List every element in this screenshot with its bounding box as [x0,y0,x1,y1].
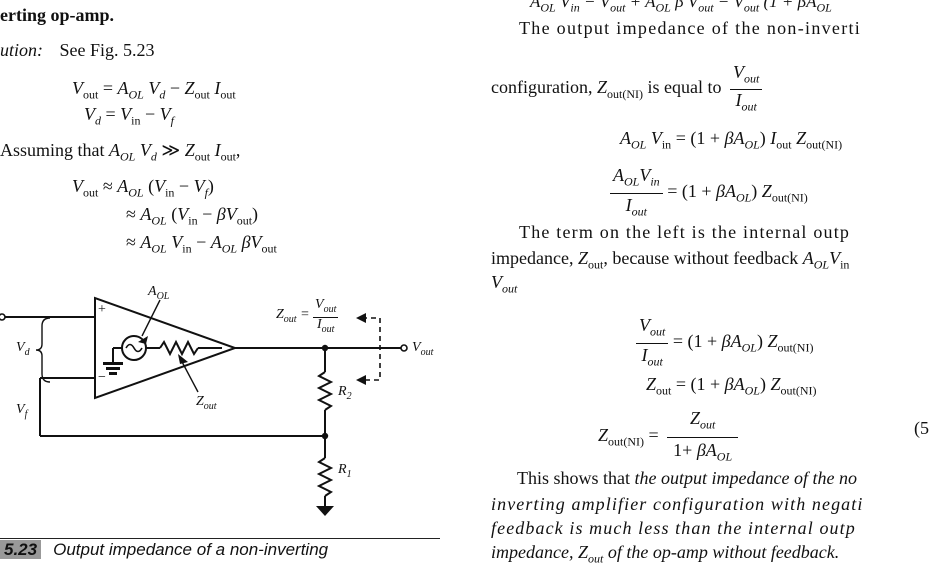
para3-line1: This shows that the output impedance of … [517,468,857,488]
label-vf: Vf [16,402,28,420]
label-aol: AOL [148,284,170,302]
label-vd: Vd [16,340,30,358]
equation-vout: Vout = AOL Vd − Zout Iout [72,78,236,102]
solution-line: ution: See Fig. 5.23 [0,40,155,61]
internal-zout-resistor [159,339,199,357]
para3-line3: feedback is much less than the internal … [491,518,856,538]
para2-line3: Vout [491,272,518,296]
ground-symbols [103,362,334,516]
para1-line2: configuration, Zout(NI) is equal to Vout… [491,62,763,116]
label-r1: R1 [338,462,352,480]
equation-r3: Vout Iout = (1 + βAOL) Zout(NI) [636,314,813,372]
label-minus: − [98,370,106,385]
caption-rule [0,538,440,539]
figure-reference: See Fig. 5.23 [59,40,155,60]
caption-number: 5.23 [0,540,42,559]
vd-brace [35,317,51,383]
equation-r1: AOL Vin = (1 + βAOL) Iout Zout(NI) [620,128,843,152]
equation-r2: AOLVin Iout = (1 + βAOL) Zout(NI) [610,164,808,222]
feedback-node [321,432,329,440]
equation-vd: Vd = Vin − Vf [84,104,174,128]
output-terminal [400,344,408,352]
opamp-triangle [94,296,238,400]
para3-line2: inverting amplifier configuration with n… [491,494,864,514]
r2-resistor [316,371,334,411]
right-top-equation: AOL Vin − Vout + AOL β Vout − Vout (1 + … [530,0,832,15]
label-zout-formula: Zout = Vout Iout [276,297,339,335]
caption-text: Output impedance of a non-inverting [53,540,329,559]
equation-number: (5 [914,418,929,438]
equation-r4: Zout = (1 + βAOL) Zout(NI) [646,374,817,398]
equation-approx-1: Vout ≈ AOL (Vin − Vf) [72,176,214,200]
solution-label: ution: [0,40,43,60]
section-heading: erting op-amp. [0,5,114,25]
output-node [321,344,329,352]
equation-approx-2: ≈ AOL (Vin − βVout) [126,204,259,228]
label-r2: R2 [338,384,352,402]
input-terminal [0,313,6,321]
equation-r5: Zout(NI) = Zout 1+ βAOL [598,406,739,468]
para2-line2: impedance, Zout, because without feedbac… [491,248,850,272]
para3-line4: impedance, Zout of the op-amp without fe… [491,542,840,566]
para1-line1: The output impedance of the non-inverti [519,18,862,38]
r1-resistor [316,457,334,497]
para2-line1: The term on the left is the internal out… [519,222,851,242]
equation-approx-3: ≈ AOL Vin − AOL βVout [126,232,277,256]
label-vout-terminal: Vout [412,340,434,358]
label-zout-internal: Zout [196,394,217,412]
label-plus: + [98,302,106,317]
assumption-text: Assuming that AOL Vd ≫ Zout Iout, [0,140,241,164]
figure-caption: 5.23 Output impedance of a non-inverting [0,540,328,560]
